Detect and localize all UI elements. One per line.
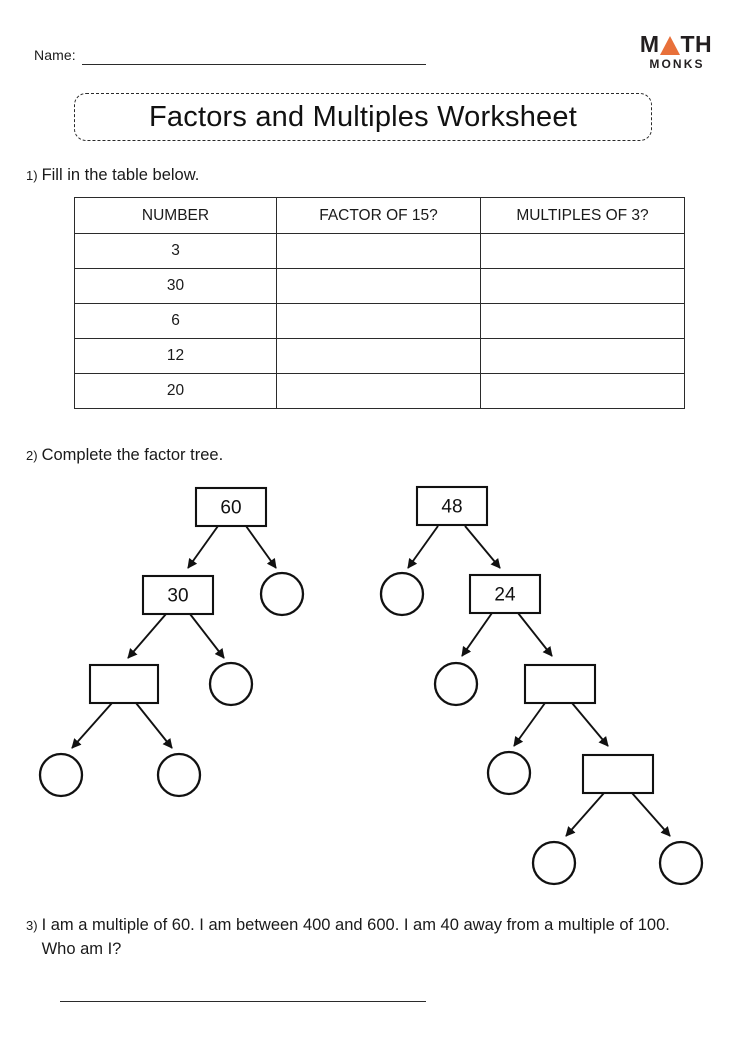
- cell-multiple-answer[interactable]: [480, 338, 685, 374]
- tree-60-edge-n2-right: [135, 702, 173, 749]
- tree-48-blank-box-2[interactable]: [581, 753, 655, 795]
- tree-60-blank-box-1[interactable]: [88, 663, 160, 705]
- tree-48-edge-n1-left: [461, 612, 493, 657]
- table-row: 20: [74, 373, 685, 409]
- tree-48-blank-circle-5[interactable]: [658, 840, 704, 886]
- column-header-number: NUMBER: [74, 197, 277, 234]
- cell-factor-answer[interactable]: [276, 233, 481, 269]
- cell-factor-answer[interactable]: [276, 303, 481, 339]
- column-header-multiples-of-3: MULTIPLES OF 3?: [480, 197, 685, 234]
- question-3: 3) I am a multiple of 60. I am between 4…: [26, 913, 676, 961]
- cell-factor-answer[interactable]: [276, 373, 481, 409]
- question-1-number: 1): [26, 168, 38, 183]
- tree-48-node-24[interactable]: 24: [468, 573, 542, 615]
- tree-48-node-root[interactable]: 48: [415, 485, 489, 527]
- tree-48-edge-n2-right: [571, 702, 609, 747]
- table-row: 6: [74, 303, 685, 339]
- tree-48-blank-circle-1[interactable]: [379, 571, 425, 617]
- tree-48-blank-box-1[interactable]: [523, 663, 597, 705]
- cell-number: 3: [74, 233, 277, 269]
- table: NUMBER FACTOR OF 15? MULTIPLES OF 3? 3 3…: [74, 197, 685, 409]
- factors-multiples-table: NUMBER FACTOR OF 15? MULTIPLES OF 3? 3 3…: [74, 197, 685, 409]
- tree-60-edge-root-right: [245, 525, 277, 569]
- tree-48-node-24-value: 24: [494, 585, 516, 606]
- cell-number: 6: [74, 303, 277, 339]
- tree-48: 48 24: [379, 485, 704, 886]
- cell-multiple-answer[interactable]: [480, 373, 685, 409]
- tree-48-blank-circle-2[interactable]: [433, 661, 479, 707]
- page-header: Name: M TH MONKS: [0, 0, 742, 84]
- tree-60-edge-n2-left: [71, 702, 113, 749]
- question-2-text: Complete the factor tree.: [41, 446, 224, 464]
- cell-number: 12: [74, 338, 277, 374]
- logo-wordmark: M TH: [634, 32, 718, 56]
- tree-48-edge-n2-left: [513, 702, 546, 747]
- cell-multiple-answer[interactable]: [480, 233, 685, 269]
- table-row: 12: [74, 338, 685, 374]
- cell-factor-answer[interactable]: [276, 268, 481, 304]
- table-row: 30: [74, 268, 685, 304]
- tree-60-blank-circle-4[interactable]: [156, 752, 202, 798]
- table-row: 3: [74, 233, 685, 269]
- question-1-text: Fill in the table below.: [41, 166, 200, 184]
- question-3-text: I am a multiple of 60. I am between 400 …: [41, 916, 670, 958]
- math-monks-logo: M TH MONKS: [634, 32, 718, 72]
- tree-60-blank-circle-3[interactable]: [38, 752, 84, 798]
- logo-letters-th: TH: [680, 31, 713, 57]
- cell-multiple-answer[interactable]: [480, 268, 685, 304]
- triangle-icon: [660, 36, 680, 55]
- cell-factor-answer[interactable]: [276, 338, 481, 374]
- page-title: Factors and Multiples Worksheet: [149, 100, 577, 133]
- tree-60-node-30-value: 30: [167, 586, 188, 607]
- factor-trees-area: 60 30: [0, 470, 742, 900]
- name-label: Name:: [34, 47, 76, 63]
- tree-48-edge-root-right: [464, 525, 501, 569]
- answer-input-line[interactable]: [60, 1001, 426, 1002]
- logo-subtitle: MONKS: [649, 57, 705, 71]
- tree-48-blank-circle-4[interactable]: [531, 840, 577, 886]
- tree-48-blank-circle-3[interactable]: [486, 750, 532, 796]
- tree-60-node-30[interactable]: 30: [141, 574, 215, 616]
- cell-number: 20: [74, 373, 277, 409]
- question-2-number: 2): [26, 448, 38, 463]
- tree-60: 60 30: [38, 486, 305, 798]
- question-3-number: 3): [26, 918, 38, 933]
- column-header-factor-of-15: FACTOR OF 15?: [276, 197, 481, 234]
- cell-multiple-answer[interactable]: [480, 303, 685, 339]
- tree-60-edge-root-left: [187, 525, 219, 569]
- question-2: 2) Complete the factor tree.: [26, 443, 223, 467]
- tree-48-edge-n3-left: [565, 792, 605, 837]
- tree-48-edge-root-left: [407, 525, 439, 569]
- tree-60-blank-circle-1[interactable]: [259, 571, 305, 617]
- tree-60-blank-circle-2[interactable]: [208, 661, 254, 707]
- tree-48-edge-n1-right: [517, 612, 553, 657]
- name-input-line[interactable]: [82, 64, 426, 65]
- tree-60-edge-n1-right: [189, 613, 225, 659]
- tree-60-root-value: 60: [220, 498, 241, 519]
- table-header-row: NUMBER FACTOR OF 15? MULTIPLES OF 3?: [74, 197, 685, 234]
- cell-number: 30: [74, 268, 277, 304]
- tree-48-root-value: 48: [441, 497, 462, 518]
- question-1: 1) Fill in the table below.: [26, 163, 199, 187]
- worksheet-title-box: Factors and Multiples Worksheet: [74, 93, 652, 141]
- tree-48-edge-n3-right: [631, 792, 671, 837]
- tree-60-node-root[interactable]: 60: [194, 486, 268, 528]
- logo-letter-m: M: [639, 31, 660, 57]
- tree-60-edge-n1-left: [127, 613, 167, 659]
